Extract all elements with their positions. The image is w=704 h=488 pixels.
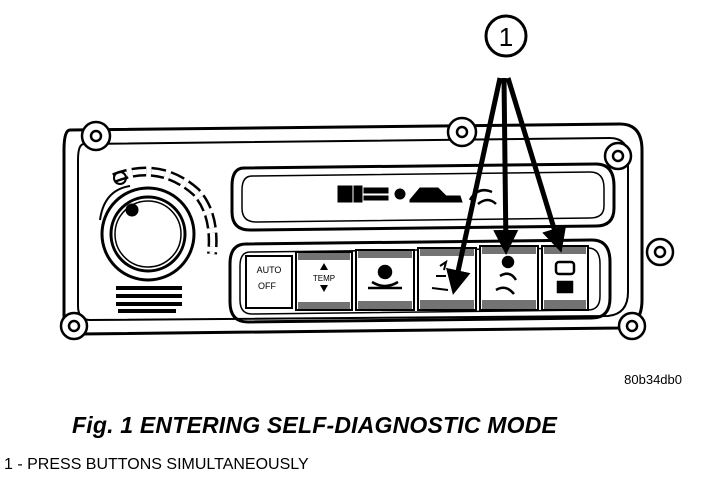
- floor-defrost-icon: [495, 255, 518, 295]
- temp-up-arrow-icon: [320, 263, 328, 270]
- display-airflow-icon: [468, 189, 493, 201]
- rear-defrost-icon: [554, 260, 576, 294]
- vent-grille: [116, 286, 182, 313]
- arrow-to-mode-panel-floor: [446, 77, 503, 295]
- callout-number: 1: [499, 22, 513, 52]
- auto-label: AUTO: [257, 265, 282, 275]
- rotary-knob: [100, 186, 196, 282]
- mode-floor-defrost-button[interactable]: [479, 245, 539, 311]
- arrow-to-mode-floor-defrost: [493, 77, 519, 255]
- mounting-tabs: [59, 116, 675, 341]
- display-sun-icon: [394, 188, 406, 200]
- display-segment-icon: [337, 185, 353, 203]
- off-label: OFF: [258, 281, 276, 291]
- knob-indicator-icon: [113, 171, 127, 185]
- callout-circle: [484, 14, 528, 58]
- rotary-knob-assembly: [99, 166, 218, 282]
- arrow-to-rear-defrost: [505, 77, 567, 253]
- temp-down-arrow-icon: [320, 285, 328, 292]
- fan-button[interactable]: [355, 249, 415, 311]
- climate-control-panel-diagram: AUTO OFF TEMP: [59, 14, 675, 341]
- legend-item-1: 1 - PRESS BUTTONS SIMULTANEOUSLY: [4, 456, 309, 473]
- figure-title: Fig. 1 ENTERING SELF-DIAGNOSTIC MODE: [72, 412, 558, 438]
- mode-panel-floor-button[interactable]: [417, 247, 477, 311]
- display-window: [230, 162, 616, 232]
- panel-floor-airflow-icon: [431, 259, 449, 291]
- temp-label: TEMP: [313, 274, 335, 283]
- fan-icon: [368, 264, 402, 290]
- display-car-icon: [409, 187, 463, 203]
- callout-arrows: [446, 77, 567, 295]
- auto-off-button[interactable]: AUTO OFF: [245, 255, 293, 309]
- climate-buttons: AUTO OFF TEMP: [245, 245, 589, 311]
- figure-code-id: 80b34db0: [624, 372, 682, 387]
- rear-defrost-button[interactable]: [541, 245, 589, 311]
- temp-button[interactable]: TEMP: [295, 251, 353, 311]
- callout-1: 1: [484, 14, 528, 58]
